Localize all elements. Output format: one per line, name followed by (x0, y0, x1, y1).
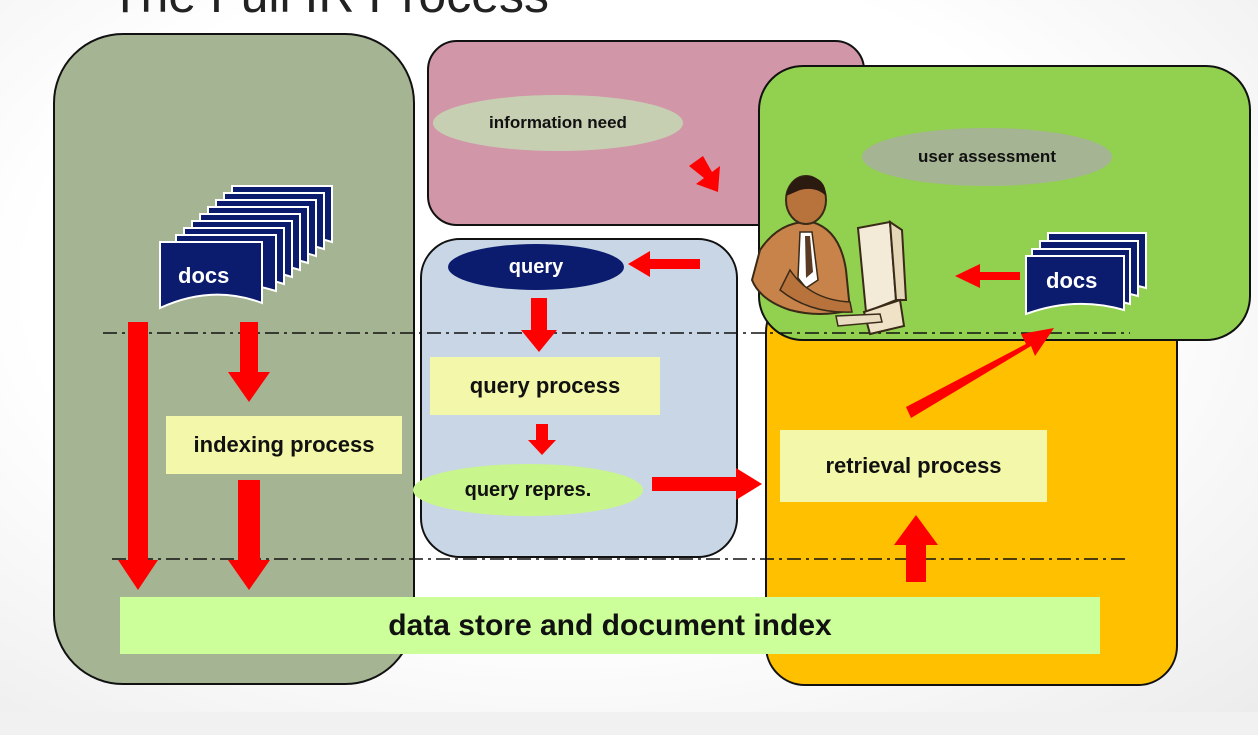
query-process-box: query process (430, 357, 660, 415)
user-at-computer-icon (750, 175, 908, 336)
document-stack-icon-right (1025, 232, 1147, 316)
slide-title: The Full IR Process (110, 0, 549, 24)
arrow-query-to-process (521, 298, 557, 352)
arrow-repres-to-retrieval (652, 468, 762, 500)
flow-arrows (118, 156, 1054, 590)
indexing-panel (53, 33, 415, 685)
arrow-store-to-retrieval (894, 515, 938, 582)
document-stack-icon-left (159, 185, 333, 310)
arrow-retrieval-to-docs (906, 328, 1054, 418)
data-store-box: data store and document index (120, 597, 1100, 654)
arrow-docs-to-user (955, 264, 1020, 288)
docs-label-right: docs (1046, 268, 1098, 293)
arrow-indexing-to-store (228, 480, 270, 590)
indexing-process-box: indexing process (166, 416, 402, 474)
user-assessment-ellipse: user assessment (862, 128, 1112, 186)
query-representation-ellipse: query repres. (413, 464, 643, 516)
arrow-docs-to-store-left (118, 322, 158, 590)
information-need-ellipse: information need (433, 95, 683, 151)
query-ellipse: query (448, 244, 624, 290)
bottom-strip (0, 712, 1258, 735)
docs-label-left: docs (178, 263, 230, 288)
arrow-process-to-repres (528, 424, 556, 455)
arrow-into-query (628, 251, 700, 277)
arrow-need-to-user (689, 156, 720, 192)
arrow-docs-to-indexing (228, 322, 270, 402)
retrieval-process-box: retrieval process (780, 430, 1047, 502)
